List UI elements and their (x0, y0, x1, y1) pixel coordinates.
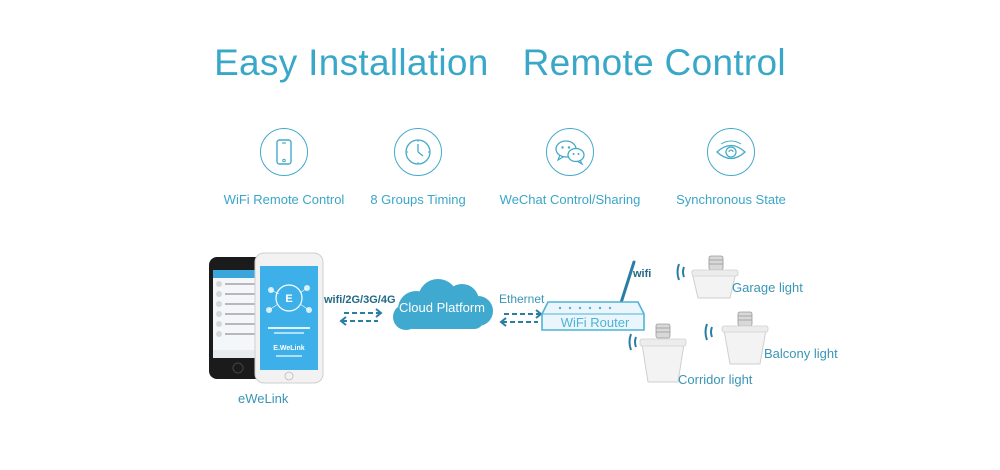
network-label: wifi/2G/3G/4G (324, 294, 396, 306)
feature-synchronous-state: Synchronous State (631, 128, 831, 207)
phones-illustration: E E.WeLink (209, 252, 324, 384)
title-remote-control: Remote Control (522, 42, 786, 83)
arrow-cloud-router (499, 309, 543, 327)
feature-wifi-remote-control: WiFi Remote Control (184, 128, 384, 207)
phone-brand-text: E.WeLink (273, 345, 304, 352)
feature-label: 8 Groups Timing (370, 192, 466, 207)
phone-icon (260, 128, 308, 176)
corridor-light-socket (628, 323, 687, 383)
feature-wechat-control: WeChat Control/Sharing (470, 128, 670, 207)
feature-label: Synchronous State (676, 192, 786, 207)
app-label: eWeLink (238, 391, 289, 406)
front-phone: E E.WeLink (254, 252, 324, 384)
balcony-light-socket (704, 311, 769, 365)
feature-label: WiFi Remote Control (223, 192, 345, 207)
ethernet-label: Ethernet (499, 292, 545, 306)
garage-light-label: Garage light (732, 280, 803, 295)
wechat-icon (546, 128, 594, 176)
feature-8-groups-timing: 8 Groups Timing (318, 128, 518, 207)
balcony-light-label: Balcony light (764, 346, 838, 361)
corridor-light-label: Corridor light (678, 372, 753, 387)
feature-label: WeChat Control/Sharing (499, 192, 641, 207)
router-icon (541, 260, 645, 331)
arrow-phone-cloud (339, 308, 383, 326)
garage-light-socket (676, 255, 739, 299)
cloud-label: Cloud Platform (399, 300, 485, 315)
svg-text:E: E (285, 293, 292, 305)
router-wifi-label: wifi (633, 268, 652, 280)
clock-icon (394, 128, 442, 176)
router-label: WiFi Router (560, 315, 630, 330)
cloud-icon (393, 279, 493, 330)
page-title: Easy Installation Remote Control (0, 42, 1000, 84)
eye-icon (707, 128, 755, 176)
title-easy-installation: Easy Installation (214, 42, 489, 83)
